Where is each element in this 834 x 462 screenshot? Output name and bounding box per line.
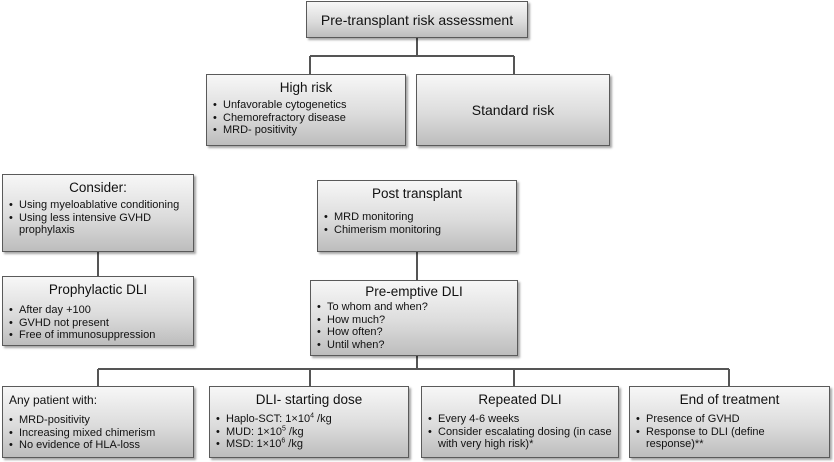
end-of-treatment-box: End of treatment Presence of GVHD Respon… xyxy=(629,386,830,458)
list-item: GVHD not present xyxy=(9,317,187,330)
list-item: How much? xyxy=(317,314,511,327)
post-transplant-list: MRD monitoring Chimerism monitoring xyxy=(318,211,516,236)
high-risk-box: High risk Unfavorable cytogenetics Chemo… xyxy=(206,74,406,146)
preemptive-dli-title: Pre-emptive DLI xyxy=(365,284,463,299)
list-item: Until when? xyxy=(317,339,511,352)
any-patient-list: MRD-positivity Increasing mixed chimeris… xyxy=(3,414,193,452)
prophylactic-dli-list: After day +100 GVHD not present Free of … xyxy=(3,304,193,342)
list-item: Unfavorable cytogenetics xyxy=(213,99,399,112)
prophylactic-dli-box: Prophylactic DLI After day +100 GVHD not… xyxy=(2,276,194,346)
list-item: MUD: 1×105 /kg xyxy=(216,425,402,439)
list-item: Haplo-SCT: 1×104 /kg xyxy=(216,412,402,426)
list-item: Response to DLI (define response)** xyxy=(636,426,823,451)
prophylactic-dli-title: Prophylactic DLI xyxy=(48,282,148,297)
list-item: How often? xyxy=(317,326,511,339)
list-item: MRD-positivity xyxy=(9,414,187,427)
list-item: No evidence of HLA-loss xyxy=(9,439,187,452)
list-item: Free of immunosuppression xyxy=(9,329,187,342)
list-item: MRD- positivity xyxy=(213,124,399,137)
high-risk-list: Unfavorable cytogenetics Chemorefractory… xyxy=(207,99,405,137)
repeated-dli-box: Repeated DLI Every 4-6 weeks Consider es… xyxy=(421,386,619,458)
list-item: After day +100 xyxy=(9,304,187,317)
list-item: Using myeloablative conditioning xyxy=(9,199,187,212)
pre-transplant-box: Pre-transplant risk assessment xyxy=(306,1,528,38)
list-item: Consider escalating dosing (in case with… xyxy=(428,426,612,451)
consider-title: Consider: xyxy=(69,180,127,195)
list-item: Chemorefractory disease xyxy=(213,112,399,125)
consider-box: Consider: Using myeloablative conditioni… xyxy=(2,174,194,252)
post-transplant-title: Post transplant xyxy=(371,186,463,201)
dli-starting-dose-list: Haplo-SCT: 1×104 /kg MUD: 1×105 /kg MSD:… xyxy=(210,412,408,451)
preemptive-dli-list: To whom and when? How much? How often? U… xyxy=(311,301,517,351)
consider-list: Using myeloablative conditioning Using l… xyxy=(3,199,193,237)
end-of-treatment-list: Presence of GVHD Response to DLI (define… xyxy=(630,413,829,451)
list-item: MSD: 1×106 /kg xyxy=(216,437,402,451)
dli-starting-dose-title: DLI- starting dose xyxy=(255,392,363,407)
list-item: Using less intensive GVHD prophylaxis xyxy=(9,212,187,237)
list-item: Chimerism monitoring xyxy=(324,224,510,237)
any-patient-title: Any patient with: xyxy=(9,393,98,407)
preemptive-dli-box: Pre-emptive DLI To whom and when? How mu… xyxy=(310,280,518,356)
list-item: MRD monitoring xyxy=(324,211,510,224)
post-transplant-box: Post transplant MRD monitoring Chimerism… xyxy=(317,180,517,252)
repeated-dli-list: Every 4-6 weeks Consider escalating dosi… xyxy=(422,413,618,451)
end-of-treatment-title: End of treatment xyxy=(679,392,780,407)
list-item: Increasing mixed chimerism xyxy=(9,427,187,440)
list-item: To whom and when? xyxy=(317,301,511,314)
dli-starting-dose-box: DLI- starting dose Haplo-SCT: 1×104 /kg … xyxy=(209,386,409,458)
standard-risk-title: Standard risk xyxy=(471,102,555,118)
repeated-dli-title: Repeated DLI xyxy=(478,392,562,407)
list-item: Presence of GVHD xyxy=(636,413,823,426)
list-item: Every 4-6 weeks xyxy=(428,413,612,426)
standard-risk-box: Standard risk xyxy=(416,74,610,146)
any-patient-box: Any patient with: MRD-positivity Increas… xyxy=(2,386,194,458)
high-risk-title: High risk xyxy=(279,80,333,95)
pre-transplant-title: Pre-transplant risk assessment xyxy=(320,11,514,28)
